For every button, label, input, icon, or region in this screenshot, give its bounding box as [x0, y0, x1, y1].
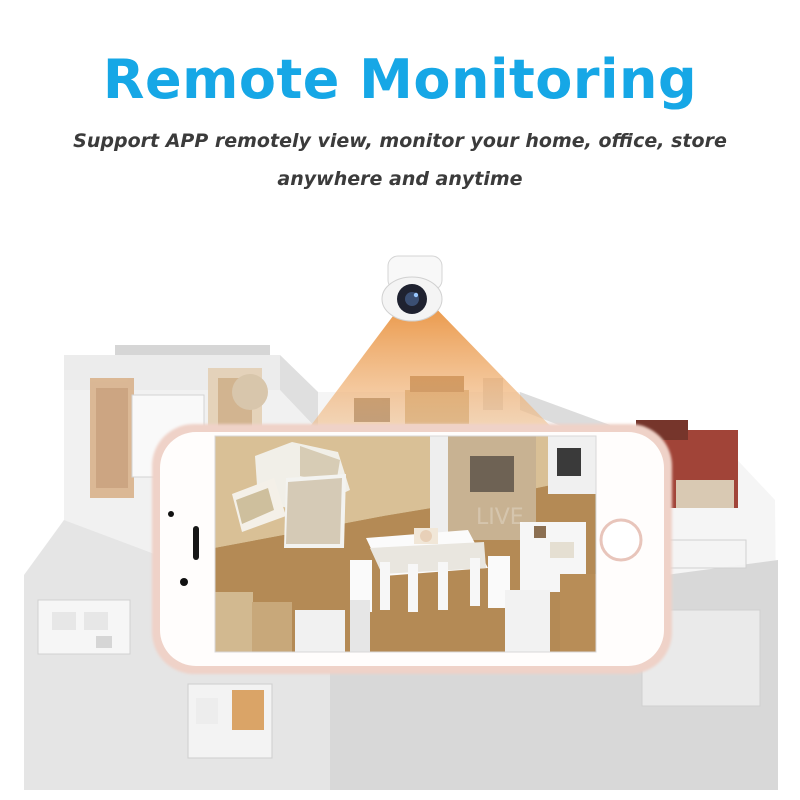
security-camera-icon — [381, 255, 443, 322]
subtitle-line-1: Support APP remotely view, monitor your … — [73, 130, 727, 152]
live-feed-icon: LIVE — [476, 505, 524, 530]
live-view-screen — [214, 435, 597, 653]
camera-beam — [303, 296, 560, 436]
svg-text:LIVE: LIVE — [476, 505, 524, 530]
page-subtitle: Support APP remotely view, monitor your … — [60, 122, 740, 198]
page-title: Remote Monitoring — [102, 48, 698, 111]
floor-plan-illustration: LIVE — [24, 255, 778, 790]
subtitle-line-2: anywhere and anytime — [277, 168, 523, 190]
